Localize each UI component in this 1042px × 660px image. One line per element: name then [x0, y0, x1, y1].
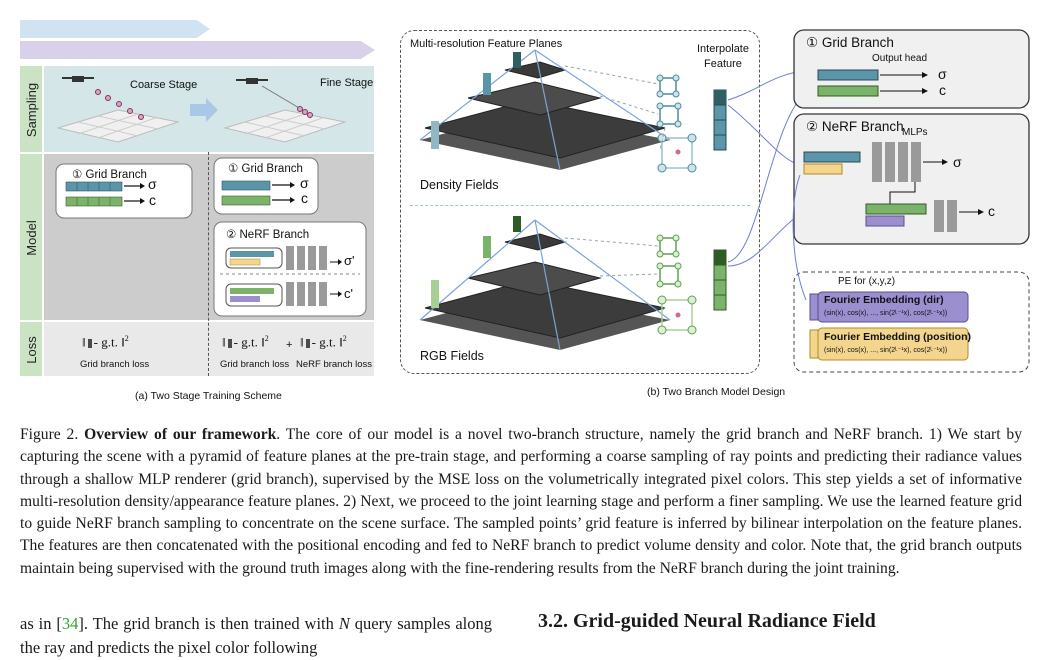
grid-branch-panel-title: ① Grid Branch [806, 35, 894, 50]
loss-image-icon [88, 339, 310, 348]
nerf-panel-c: c [988, 203, 995, 219]
nerf-panel-sigma: σ [953, 154, 962, 170]
caption-label: Figure 2. [20, 426, 79, 443]
stage-divider [208, 152, 209, 376]
stage-arrow-icon [190, 98, 218, 122]
pe-title: PE for (x,y,z) [838, 276, 896, 287]
grid-loss-formula-stage2: ‖- g.t. ‖2 [222, 334, 269, 350]
left-figure-graphics: Sampling Model Loss [24, 76, 367, 364]
row-label-model [20, 154, 42, 320]
feature-planes-title: Multi-resolution Feature Planes [410, 38, 563, 50]
rgb-interp-squares [659, 237, 693, 331]
grid-branch-title-stage2: ① Grid Branch [228, 163, 303, 175]
fourier-dir-formula: (sin(x), cos(x), ..., sin(2ᴸ⁻¹x), cos(2ᴸ… [824, 310, 948, 317]
output-head-label: Output head [872, 53, 928, 64]
row-label-loss-text: Loss [24, 336, 39, 364]
fine-ground-plane [223, 109, 347, 143]
interpolated-rgb-feature [713, 249, 727, 311]
nerf-mlp-blocks-bottom [286, 282, 327, 306]
plus-sign: + [286, 339, 293, 351]
stage2-banner [20, 41, 375, 59]
rgb-plane-features [431, 216, 521, 308]
nerf-branch-title-stage2: ② NeRF Branch [226, 229, 310, 241]
feature-planes-panel [400, 30, 760, 374]
row-label-model-text: Model [24, 220, 39, 256]
c-output-stage2: c [301, 190, 308, 206]
grid-feature-vector-blue [65, 181, 123, 192]
row-label-sampling-text: Sampling [24, 83, 39, 137]
nerf-loss-formula: ‖- g.t. ‖2 [300, 334, 347, 350]
nerf-mlp-bottom [934, 200, 957, 232]
coarse-ground-plane [56, 109, 180, 143]
sigma-prime-output: σ' [344, 253, 355, 268]
grid-panel-sigma: σ [938, 66, 947, 82]
fine-ray-points [297, 106, 313, 118]
gt-text: - g.t. [233, 334, 258, 350]
section-title: 3.2. Grid-guided Neural Radiance Field [538, 610, 876, 632]
gt-text: - g.t. [311, 334, 336, 350]
sigma-output-stage1: σ [148, 176, 157, 192]
subcaption-a: (a) Two Stage Training Scheme [135, 390, 282, 402]
stage1-banner [20, 20, 210, 38]
sigma-output-stage2: σ [300, 175, 309, 191]
density-plane-features [431, 52, 521, 149]
rgb-pyramid [419, 219, 671, 351]
nerf-mlp-top [872, 142, 921, 182]
c-output-stage1: c [149, 192, 156, 208]
nerf-branch-panel-title: ② NeRF Branch [806, 119, 904, 134]
fine-drone-icon [236, 78, 268, 84]
rgb-fields-label: RGB Fields [420, 349, 484, 363]
grid-panel-c: c [939, 82, 946, 98]
grid-loss-label-stage2: Grid branch loss [220, 359, 290, 370]
density-fields-label: Density Fields [420, 178, 499, 192]
nerf-mlp-blocks-top [286, 246, 327, 270]
mlps-label: MLPs [902, 127, 928, 138]
interpolate-label: Interpolate [697, 43, 749, 55]
c-prime-output: c' [344, 286, 353, 301]
math-var-n: N [338, 614, 350, 633]
density-pyramid [419, 49, 671, 171]
fine-stage-label: Fine Stage [320, 77, 374, 89]
loss-row-bg [44, 322, 374, 376]
interpolated-density-feature [713, 89, 727, 151]
coarse-drone-icon [62, 76, 94, 82]
caption-text: . The core of our model is a novel two-b… [20, 426, 1022, 577]
gt-text: - g.t. [93, 334, 118, 350]
body-paragraph-left: as in [34]. The grid branch is then trai… [20, 612, 492, 660]
density-interp-points [656, 74, 697, 173]
coarse-ray-points [95, 89, 144, 120]
coarse-stage-label: Coarse Stage [130, 79, 198, 91]
figure-caption: Figure 2. Overview of our framework. The… [20, 424, 1022, 580]
body-text-pre: as in [ [20, 614, 62, 633]
density-rgb-divider [410, 205, 750, 206]
row-label-sampling [20, 66, 42, 152]
caption-title: Overview of our framework [84, 426, 277, 443]
feature-label: Feature [704, 58, 742, 70]
fourier-pos-title: Fourier Embedding (position) [824, 331, 971, 343]
density-interp-squares [659, 77, 693, 169]
row-label-loss [20, 322, 42, 376]
fourier-dir-title: Fourier Embedding (dir) [824, 294, 944, 306]
fourier-pos-formula: (sin(x), cos(x), ..., sin(2ᴸ⁻¹x), cos(2ᴸ… [824, 347, 948, 354]
citation-link[interactable]: 34 [61, 614, 79, 633]
grid-feature-vector-green [65, 196, 123, 207]
grid-branch-title-stage1: ① Grid Branch [72, 169, 147, 181]
grid-loss-formula-stage1: ‖- g.t. ‖2 [82, 334, 129, 350]
right-figure-graphics [419, 29, 1030, 373]
nerf-loss-label: NeRF branch loss [296, 359, 373, 370]
subcaption-b: (b) Two Branch Model Design [647, 386, 786, 398]
body-text-post: query samples along the ray and predicts… [20, 614, 492, 657]
grid-loss-label-stage1: Grid branch loss [80, 359, 150, 370]
body-text-mid: ]. The grid branch is then trained with [78, 614, 339, 633]
rgb-interp-points [656, 234, 697, 335]
